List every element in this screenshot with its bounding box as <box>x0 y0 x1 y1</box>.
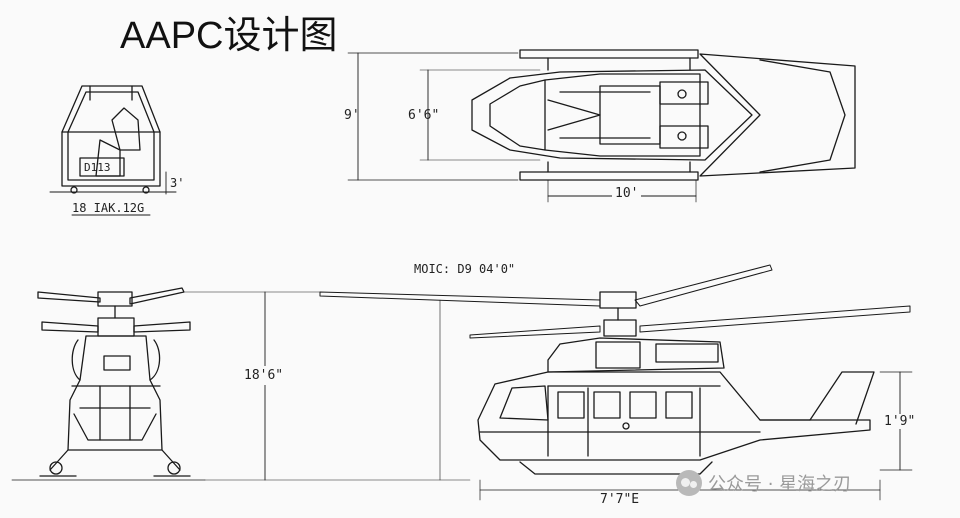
cabin-box-label: D113 <box>84 161 111 174</box>
tail-height-label: 1'9" <box>884 414 916 429</box>
top-length-label: 10' <box>612 186 642 201</box>
page-title: AAPC设计图 <box>120 15 338 57</box>
cabin-caption-label: 18 IAK.12G <box>72 201 145 215</box>
cabin-section-view <box>49 85 177 216</box>
side-length-label: 7'7"E <box>600 492 640 507</box>
front-height-label: 18'6" <box>244 366 284 385</box>
watermark-text: 公众号 · 星海之刃 <box>708 474 852 495</box>
wechat-icon <box>676 470 702 496</box>
side-elevation-view <box>319 264 913 501</box>
top-width-inner-label: 6'6" <box>408 108 440 123</box>
side-caption-label: MOIC: D9 04'0" <box>414 262 516 276</box>
cabin-height-label: 3' <box>170 176 185 190</box>
watermark: 公众号 · 星海之刃 <box>676 470 851 496</box>
top-plan-view <box>347 49 856 203</box>
front-elevation-view <box>11 287 206 481</box>
overall-height-dimension <box>184 291 471 481</box>
cabin-box <box>79 157 125 177</box>
top-width-outer-label: 9' <box>344 108 360 123</box>
